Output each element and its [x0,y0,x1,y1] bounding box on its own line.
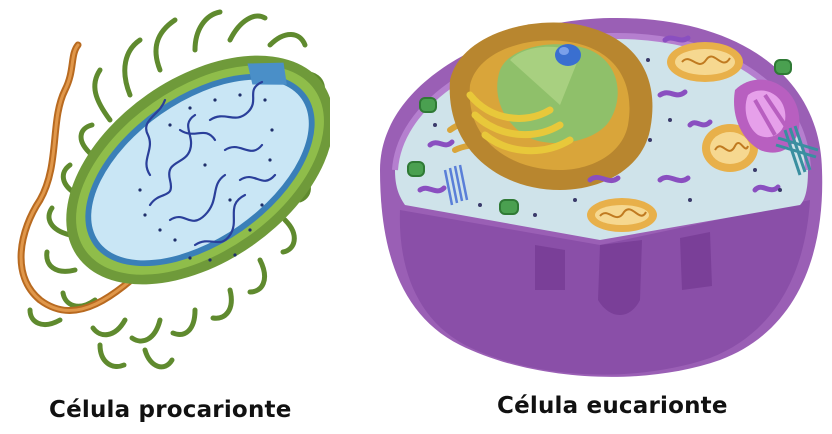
eukaryote-svg [360,0,832,390]
caption-prokaryotic-cell: Célula procarionte [49,397,292,423]
caption-eukaryotic-cell: Célula eucarionte [497,393,728,419]
nucleolus [555,44,581,66]
eukaryotic-cell-illustration [360,0,832,390]
prokaryotic-cell-illustration [0,0,330,390]
prokaryote-svg [0,0,330,390]
